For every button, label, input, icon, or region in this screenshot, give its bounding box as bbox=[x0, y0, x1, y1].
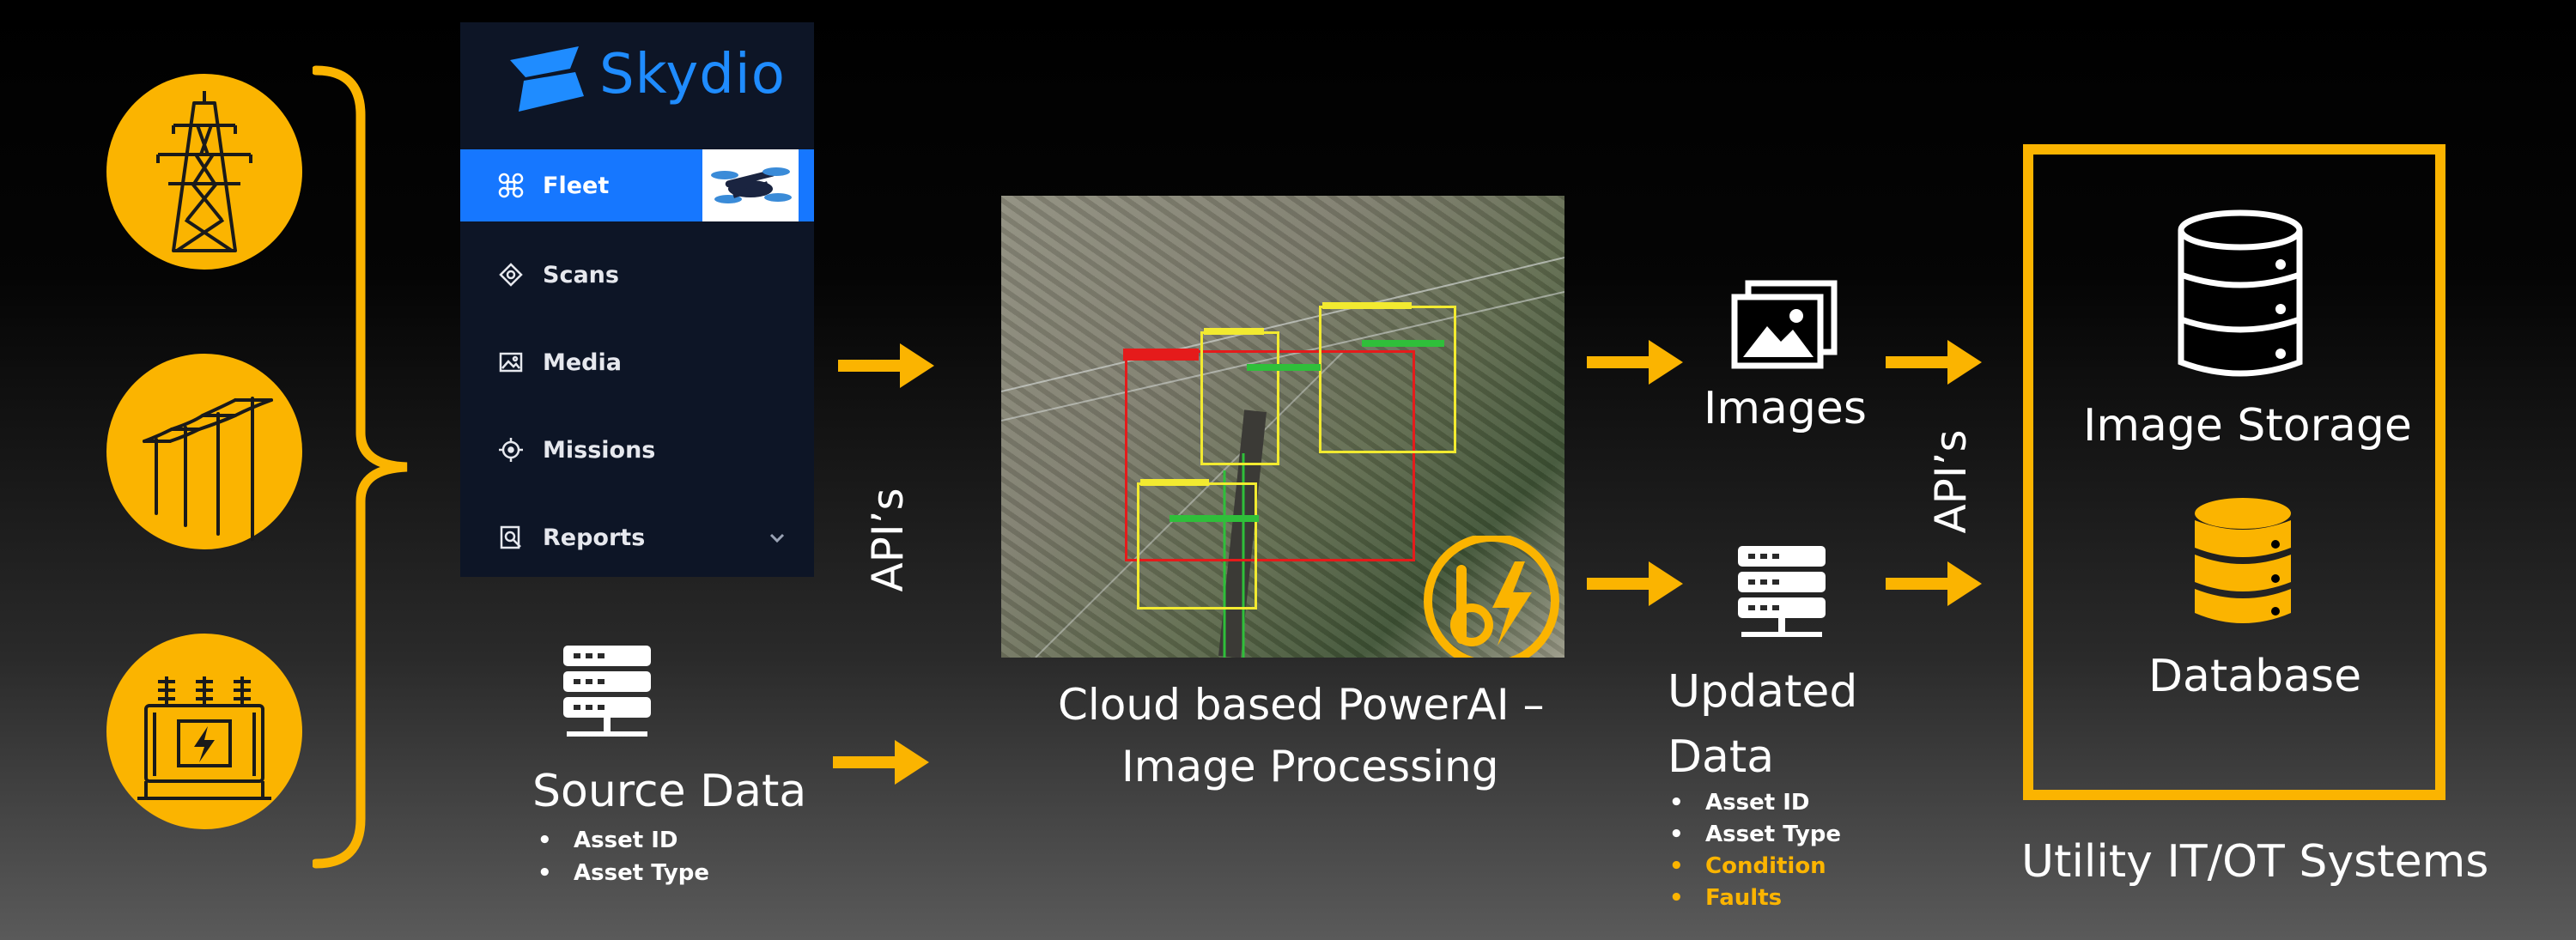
source-bullet: Asset Type bbox=[574, 860, 709, 886]
skydio-logo-icon bbox=[507, 43, 587, 115]
drone-thumbnail bbox=[702, 149, 799, 221]
transformer-icon bbox=[106, 634, 302, 829]
chevron-down-icon[interactable] bbox=[768, 528, 787, 547]
scans-icon bbox=[498, 262, 524, 288]
updated-bullet: Asset ID bbox=[1705, 790, 1809, 816]
database-icon bbox=[2191, 496, 2294, 630]
missions-icon bbox=[498, 437, 524, 463]
nav-item-label: Media bbox=[543, 349, 622, 376]
updated-data-title-line2: Data bbox=[1668, 731, 1774, 783]
asset-bracket bbox=[313, 64, 416, 870]
detection-box bbox=[1200, 331, 1279, 465]
detection-label-green bbox=[1170, 515, 1259, 522]
updated-data-title-line1: Updated bbox=[1668, 666, 1857, 718]
nav-item-fleet[interactable]: Fleet bbox=[460, 149, 814, 221]
arrow-right-icon bbox=[838, 343, 934, 388]
arrow-right-icon bbox=[1886, 340, 1982, 385]
detection-label bbox=[1204, 328, 1264, 335]
distribution-poles-icon bbox=[106, 354, 302, 549]
skydio-brand: Skydio bbox=[460, 22, 814, 149]
arrow-right-icon bbox=[1587, 340, 1683, 385]
transmission-tower-circle bbox=[106, 74, 302, 270]
transformer-circle bbox=[106, 634, 302, 829]
nav-item-label: Missions bbox=[543, 437, 655, 464]
images-icon bbox=[1729, 280, 1839, 369]
detection-label-green bbox=[1247, 364, 1321, 371]
distribution-poles-circle bbox=[106, 354, 302, 549]
nav-item-media[interactable]: Media bbox=[460, 326, 814, 398]
processing-title-line1: Cloud based PowerAI – bbox=[1058, 680, 1545, 730]
arrow-right-icon bbox=[1886, 561, 1982, 606]
skydio-app-panel: Skydio Fleet Sca bbox=[460, 22, 814, 577]
nav-item-label: Fleet bbox=[543, 173, 609, 199]
updated-data-server-icon bbox=[1735, 543, 1829, 646]
aerial-inspection-image bbox=[1001, 196, 1564, 658]
nav-item-scans[interactable]: Scans bbox=[460, 239, 814, 311]
utility-systems-title: Utility IT/OT Systems bbox=[2021, 836, 2488, 888]
updated-bullet: Condition bbox=[1705, 853, 1826, 879]
detection-box bbox=[1137, 482, 1257, 609]
processing-title-line2: Image Processing bbox=[1121, 742, 1498, 791]
apis-right-label: API’s bbox=[1926, 421, 1976, 542]
apis-left-label: API’s bbox=[863, 480, 913, 600]
updated-bullet: Faults bbox=[1705, 885, 1782, 911]
detection-box bbox=[1319, 306, 1456, 453]
images-title: Images bbox=[1704, 383, 1867, 434]
nav-item-label: Reports bbox=[543, 525, 645, 551]
skydio-wordmark: Skydio bbox=[599, 43, 786, 106]
fleet-icon bbox=[498, 173, 524, 198]
source-server-icon bbox=[560, 642, 654, 745]
reports-icon bbox=[498, 525, 524, 550]
drone-icon bbox=[702, 149, 799, 221]
source-data-title: Source Data bbox=[532, 766, 806, 817]
arrow-right-icon bbox=[833, 740, 929, 785]
image-storage-icon bbox=[2176, 209, 2305, 383]
nav-item-missions[interactable]: Missions bbox=[460, 414, 814, 486]
nav-item-label: Scans bbox=[543, 262, 619, 288]
powerai-logo-icon bbox=[1419, 536, 1564, 658]
media-icon bbox=[498, 349, 524, 375]
arrow-right-icon bbox=[1587, 561, 1683, 606]
detection-label-green bbox=[1362, 340, 1444, 347]
detection-label bbox=[1140, 479, 1209, 486]
image-storage-title: Image Storage bbox=[2083, 400, 2412, 452]
nav-item-reports[interactable]: Reports bbox=[460, 501, 814, 573]
detection-label bbox=[1322, 302, 1412, 309]
source-bullet: Asset ID bbox=[574, 828, 677, 853]
fault-detection-tag bbox=[1123, 349, 1199, 361]
updated-bullet: Asset Type bbox=[1705, 822, 1841, 847]
transmission-tower-icon bbox=[106, 74, 302, 270]
database-title: Database bbox=[2148, 651, 2361, 702]
